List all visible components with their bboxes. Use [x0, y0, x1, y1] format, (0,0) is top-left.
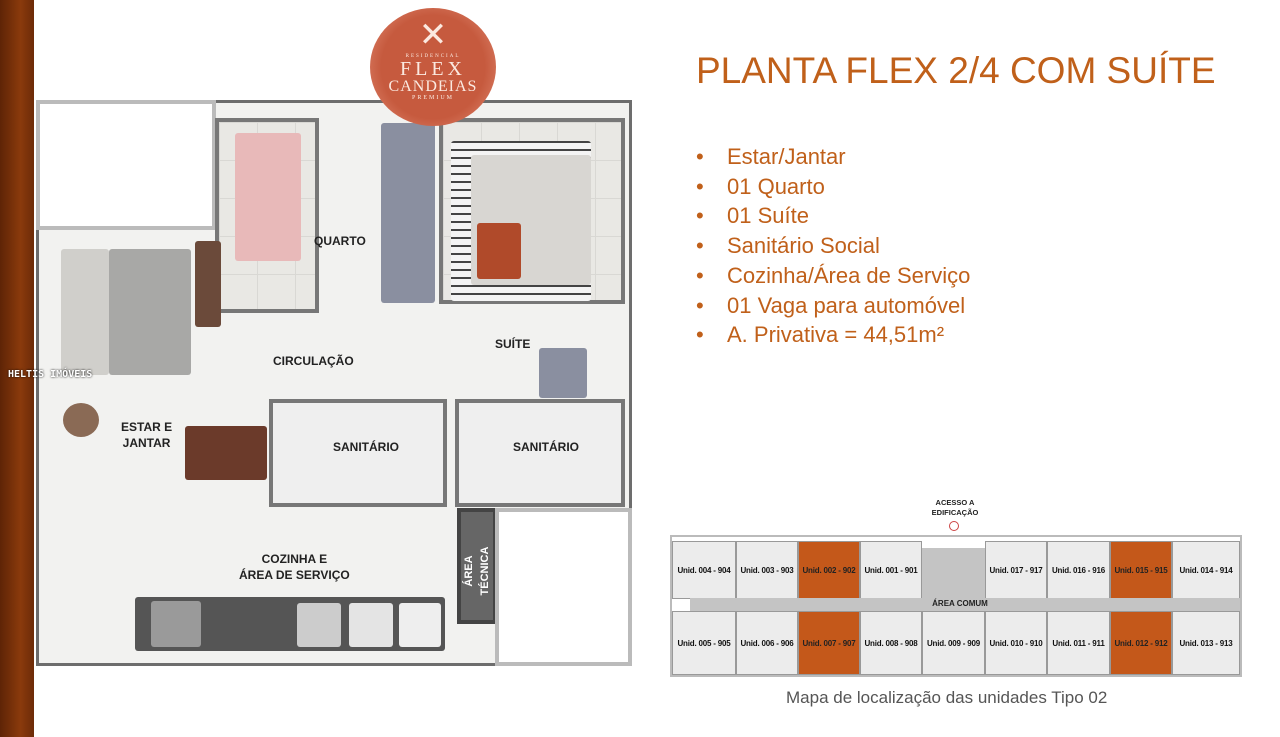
page-title: PLANTA FLEX 2/4 COM SUÍTE — [696, 50, 1216, 91]
room-label-cozinha: COZINHA E ÁREA DE SERVIÇO — [239, 551, 350, 583]
unit-bottom-0: Unid. 005 - 905 — [672, 611, 736, 675]
unit-top-7: Unid. 014 - 914 — [1172, 541, 1240, 599]
stove — [297, 603, 341, 647]
feature-item: •01 Vaga para automóvel — [696, 292, 966, 318]
unit-bottom-5: Unid. 010 - 910 — [985, 611, 1047, 675]
common-core — [922, 548, 985, 603]
feature-text: 01 Vaga para automóvel — [727, 292, 966, 318]
fridge — [151, 601, 201, 647]
room-label-estar: ESTAR E JANTAR — [121, 419, 172, 451]
feature-text: 01 Suíte — [727, 203, 809, 229]
floor-plan: QUARTO CIRCULAÇÃO SUÍTE ESTAR E JANTAR SA… — [36, 100, 632, 666]
room-label-cozinha-line1: COZINHA E — [261, 552, 328, 566]
room-label-estar-line2: JANTAR — [122, 436, 171, 450]
access-label-line1: ACESSO A — [935, 498, 975, 507]
balcony-void — [36, 100, 216, 230]
watermark: HELTIS IMÓVEIS — [8, 369, 93, 380]
room-label-sanitario-1: SANITÁRIO — [333, 440, 399, 454]
living-rug — [109, 249, 191, 375]
unit-top-1: Unid. 003 - 903 — [736, 541, 798, 599]
unit-top-6: Unid. 015 - 915 — [1110, 541, 1172, 599]
logo-residencial: RESIDENCIAL — [405, 54, 461, 59]
unit-bottom-2: Unid. 007 - 907 — [798, 611, 860, 675]
unit-top-5: Unid. 016 - 916 — [1047, 541, 1110, 599]
feature-item: •Estar/Jantar — [696, 144, 846, 169]
feature-item: •01 Quarto — [696, 173, 825, 199]
room-label-cozinha-line2: ÁREA DE SERVIÇO — [239, 568, 350, 582]
common-area-label: ÁREA COMUM — [932, 599, 988, 608]
room-label-circulacao: CIRCULAÇÃO — [273, 354, 354, 368]
washing-machine — [349, 603, 393, 647]
bed-quarto — [235, 133, 301, 261]
logo-candeias: CANDEIAS — [388, 78, 478, 95]
sofa — [61, 249, 109, 375]
feature-text: A. Privativa = 44,51m² — [727, 322, 945, 348]
feature-text: Cozinha/Área de Serviço — [727, 262, 971, 288]
room-label-estar-line1: ESTAR E — [121, 420, 173, 434]
room-label-quarto: QUARTO — [314, 234, 366, 248]
unit-top-3: Unid. 001 - 901 — [860, 541, 922, 599]
feature-item: •01 Suíte — [696, 203, 809, 229]
access-label-line2: EDIFICAÇÃO — [931, 508, 979, 517]
common-area-corridor — [690, 598, 1240, 611]
unit-bottom-4: Unid. 009 - 909 — [922, 611, 985, 675]
logo: ✕ RESIDENCIAL FLEX CANDEIAS PREMIUM — [370, 8, 496, 126]
room-label-suite: SUÍTE — [495, 337, 531, 351]
room-label-sanitario-2: SANITÁRIO — [513, 440, 579, 454]
unit-top-4: Unid. 017 - 917 — [985, 541, 1047, 599]
x-monogram-icon: ✕ — [418, 17, 448, 54]
feature-text: Estar/Jantar — [727, 144, 846, 169]
blanket-suite — [477, 223, 521, 279]
unit-top-0: Unid. 004 - 904 — [672, 541, 736, 599]
sanitario-1-room — [269, 399, 447, 507]
exterior-void — [495, 508, 632, 666]
unit-bottom-3: Unid. 008 - 908 — [860, 611, 922, 675]
logo-flex: FLEX — [400, 58, 466, 80]
room-label-area-tecnica: ÁREA TÉCNICA — [463, 546, 491, 596]
entrance-icon — [949, 521, 959, 531]
tv-stand — [195, 241, 221, 327]
unit-bottom-1: Unid. 006 - 906 — [736, 611, 798, 675]
logo-premium: PREMIUM — [411, 95, 454, 101]
map-caption: Mapa de localização das unidades Tipo 02 — [786, 688, 1108, 707]
side-table — [63, 403, 99, 437]
closet-suite — [539, 348, 587, 398]
unit-bottom-6: Unid. 011 - 911 — [1047, 611, 1110, 675]
brown-side-bar — [0, 0, 34, 737]
dining-table — [185, 426, 267, 480]
feature-item: •Sanitário Social — [696, 233, 880, 259]
feature-list: •Estar/Jantar •01 Quarto •01 Suíte •Sani… — [696, 142, 970, 350]
sanitario-2-room — [455, 399, 625, 507]
unit-top-2: Unid. 002 - 902 — [798, 541, 860, 599]
feature-text: 01 Quarto — [727, 173, 825, 199]
unit-bottom-8: Unid. 013 - 913 — [1172, 611, 1240, 675]
feature-item: •Cozinha/Área de Serviço — [696, 262, 971, 288]
laundry-sink — [399, 603, 441, 647]
feature-text: Sanitário Social — [727, 233, 880, 259]
unit-bottom-7: Unid. 012 - 912 — [1110, 611, 1172, 675]
closet-quarto — [381, 123, 435, 303]
feature-item: •A. Privativa = 44,51m² — [696, 322, 945, 348]
